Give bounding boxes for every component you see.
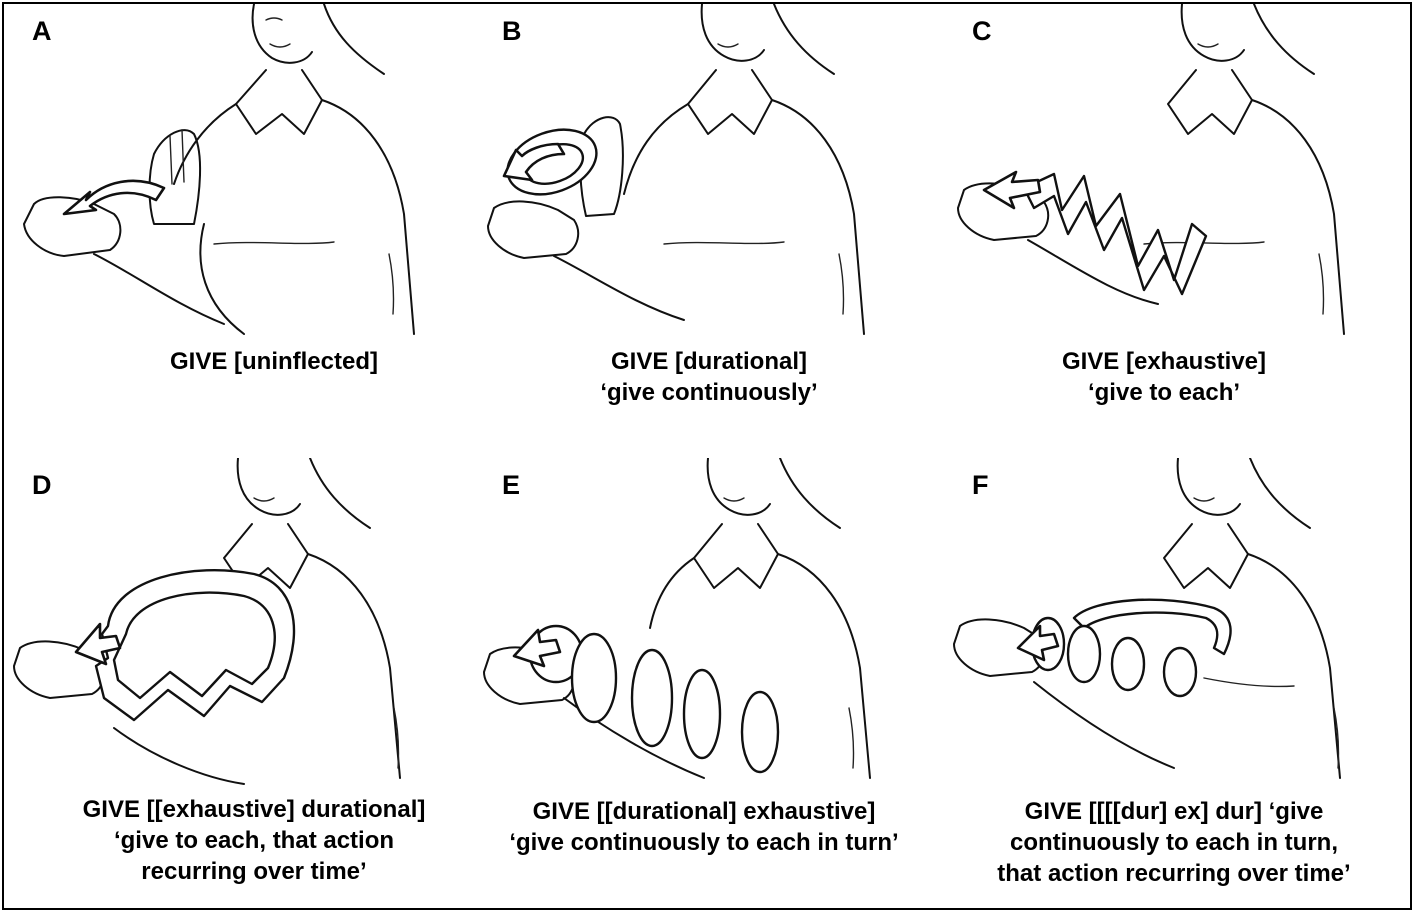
caption-line: ‘give continuously to each in turn’ bbox=[509, 829, 899, 856]
signer-illustration-c bbox=[957, 4, 1345, 335]
panel-caption: GIVE [durational] ‘give continuously’ bbox=[474, 346, 944, 408]
signer-illustration-e bbox=[483, 458, 871, 779]
caption-line: GIVE [durational] bbox=[610, 348, 807, 375]
caption-line: continuously to each in turn, bbox=[1009, 829, 1338, 856]
panel-caption: GIVE [[exhaustive] durational] ‘give to … bbox=[4, 794, 504, 887]
panel-label: B bbox=[502, 16, 522, 46]
panel-e: E GIVE [[durational] exhaustive] ‘give c… bbox=[474, 458, 944, 912]
panel-caption: GIVE [[[[dur] ex] dur] ‘give continuousl… bbox=[944, 796, 1404, 889]
panel-caption: GIVE [[durational] exhaustive] ‘give con… bbox=[474, 796, 934, 858]
signer-illustration-d bbox=[13, 458, 401, 785]
panel-a: A GIVE [uninflected] bbox=[4, 4, 474, 458]
signer-illustration-b bbox=[487, 4, 865, 335]
caption-line: GIVE [[exhaustive] durational] bbox=[82, 796, 426, 823]
panel-label: A bbox=[32, 16, 52, 46]
panel-caption: GIVE [uninflected] bbox=[4, 346, 544, 377]
caption-line: GIVE [exhaustive] bbox=[1061, 348, 1267, 375]
caption-line: GIVE [uninflected] bbox=[169, 348, 378, 375]
panel-label: C bbox=[972, 16, 992, 46]
panel-label: E bbox=[502, 470, 521, 500]
panel-label: F bbox=[972, 470, 989, 500]
panel-c: C GIVE [exhaustive] ‘give to each’ bbox=[944, 4, 1414, 458]
panel-d: D GIVE [[exhaustive] durational] ‘give t… bbox=[4, 458, 474, 912]
signer-illustration-a bbox=[23, 4, 415, 335]
signer-illustration-f bbox=[953, 458, 1341, 779]
caption-line: ‘give to each, that action bbox=[113, 827, 395, 854]
panel-label: D bbox=[32, 470, 52, 500]
panel-b: B GIVE [durational] ‘give continuously’ bbox=[474, 4, 944, 458]
panel-f: F GIVE [[[[dur] ex] dur] ‘give continuou… bbox=[944, 458, 1414, 912]
panel-caption: GIVE [exhaustive] ‘give to each’ bbox=[914, 346, 1414, 408]
caption-line: ‘give continuously’ bbox=[600, 379, 818, 406]
caption-line: GIVE [[durational] exhaustive] bbox=[532, 798, 876, 825]
caption-line: ‘give to each’ bbox=[1087, 379, 1241, 406]
caption-line: that action recurring over time’ bbox=[997, 860, 1351, 887]
caption-line: recurring over time’ bbox=[141, 858, 367, 885]
caption-line: GIVE [[[[dur] ex] dur] ‘give bbox=[1024, 798, 1324, 825]
